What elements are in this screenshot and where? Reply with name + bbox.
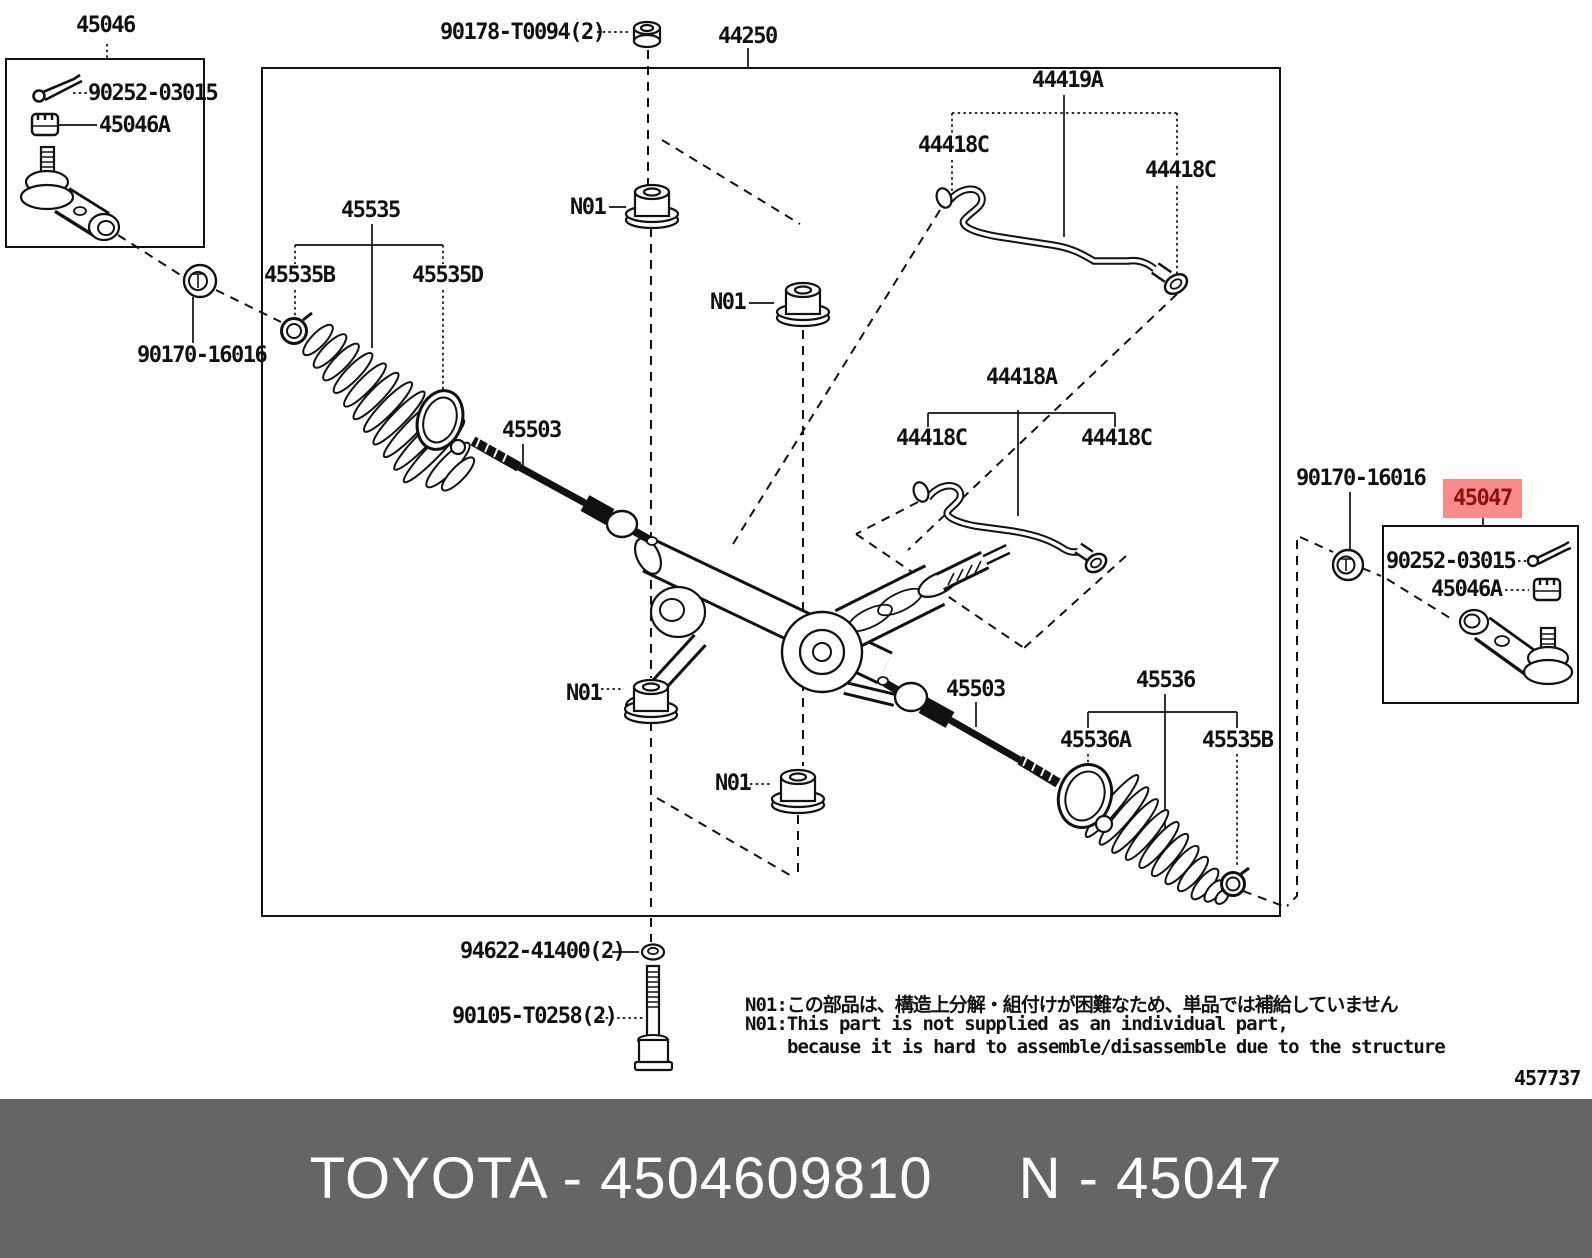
part-label-44418c: 44418C	[896, 426, 968, 451]
callout-boxes	[5, 58, 1579, 917]
part-label-45536: 45536	[1136, 668, 1196, 693]
right-tie-rod-end-box	[1382, 525, 1579, 704]
part-label-45536a: 45536A	[1060, 728, 1132, 753]
castle-nut-icon-right	[1532, 577, 1562, 602]
footer-banner: TOYOTA - 4504609810 N - 45047	[0, 1099, 1592, 1258]
flange-nut-icon-left	[182, 263, 218, 299]
lock-nut-icon-top	[632, 20, 662, 49]
part-label-45047-highlighted: 45047	[1443, 479, 1522, 518]
part-label-45046: 45046	[76, 13, 136, 38]
pressure-tube-drawing-1	[935, 185, 1189, 296]
main-assembly-box	[261, 67, 1281, 917]
flange-nut-icon-right	[1331, 548, 1365, 582]
note-n01-japanese: N01:この部品は、構造上分解・組付けが困難なため、単品では補給していません	[745, 994, 1399, 1016]
part-label-44418c: 44418C	[918, 133, 990, 158]
cotter-pin-icon-right	[1526, 540, 1572, 568]
part-label-44418c: 44418C	[1145, 158, 1217, 183]
bolt-drawing	[633, 964, 674, 1072]
part-label-90105-t0258(2): 90105-T0258(2)	[452, 1004, 618, 1029]
part-label-90252-03015: 90252-03015	[88, 81, 219, 106]
tie-rod-end-drawing-right	[1458, 608, 1574, 686]
part-label-45535b: 45535B	[1202, 728, 1274, 753]
part-label-45046a: 45046A	[1431, 577, 1503, 602]
part-label-45046a: 45046A	[99, 113, 171, 138]
part-label-44419a: 44419A	[1032, 68, 1104, 93]
inner-tie-rod-drawing-right	[877, 676, 1061, 788]
part-label-45503: 45503	[946, 677, 1006, 702]
boot-clamp-icon-45536a	[1056, 763, 1114, 834]
part-label-44250: 44250	[718, 24, 778, 49]
tie-rod-end-drawing-left	[19, 145, 121, 242]
part-label-94622-41400(2): 94622-41400(2)	[460, 939, 626, 964]
note-n01-english-1: N01:This part is not supplied as an indi…	[745, 1013, 1289, 1035]
part-label-44418a: 44418A	[986, 365, 1058, 390]
part-label-n01: N01	[715, 771, 752, 796]
part-label-n01: N01	[710, 290, 747, 315]
part-label-90170-16016: 90170-16016	[1296, 466, 1427, 491]
part-label-n01: N01	[570, 195, 607, 220]
left-tie-rod-end-box	[5, 58, 205, 248]
washer-icon	[640, 943, 666, 961]
rack-housing-drawing	[624, 537, 1011, 717]
castle-nut-icon	[30, 112, 60, 137]
boot-clamp-icon-45535b-left	[280, 311, 313, 345]
part-label-45535b: 45535B	[264, 263, 336, 288]
cotter-pin-icon	[32, 73, 83, 103]
footer-brand-part-number: TOYOTA - 4504609810	[309, 1146, 933, 1211]
drawing-number: 457737	[1514, 1066, 1581, 1090]
part-label-45535d: 45535D	[412, 263, 484, 288]
part-label-45535: 45535	[341, 198, 401, 223]
part-label-90178-t0094(2): 90178-T0094(2)	[440, 20, 606, 45]
part-label-n01: N01	[566, 681, 603, 706]
part-label-90252-03015: 90252-03015	[1386, 549, 1517, 574]
note-n01-english-2: because it is hard to assemble/disassemb…	[787, 1036, 1446, 1058]
boot-clamp-icon-45535d	[415, 389, 467, 456]
pressure-tube-drawing-2	[912, 481, 1108, 574]
inner-tie-rod-drawing-left	[470, 436, 658, 546]
part-label-90170-16016: 90170-16016	[137, 343, 268, 368]
part-label-44418c: 44418C	[1081, 426, 1153, 451]
part-label-45503: 45503	[502, 418, 562, 443]
footer-reference-number: N - 45047	[1018, 1146, 1283, 1211]
boot-clamp-icon-45535b-right	[1220, 866, 1250, 897]
